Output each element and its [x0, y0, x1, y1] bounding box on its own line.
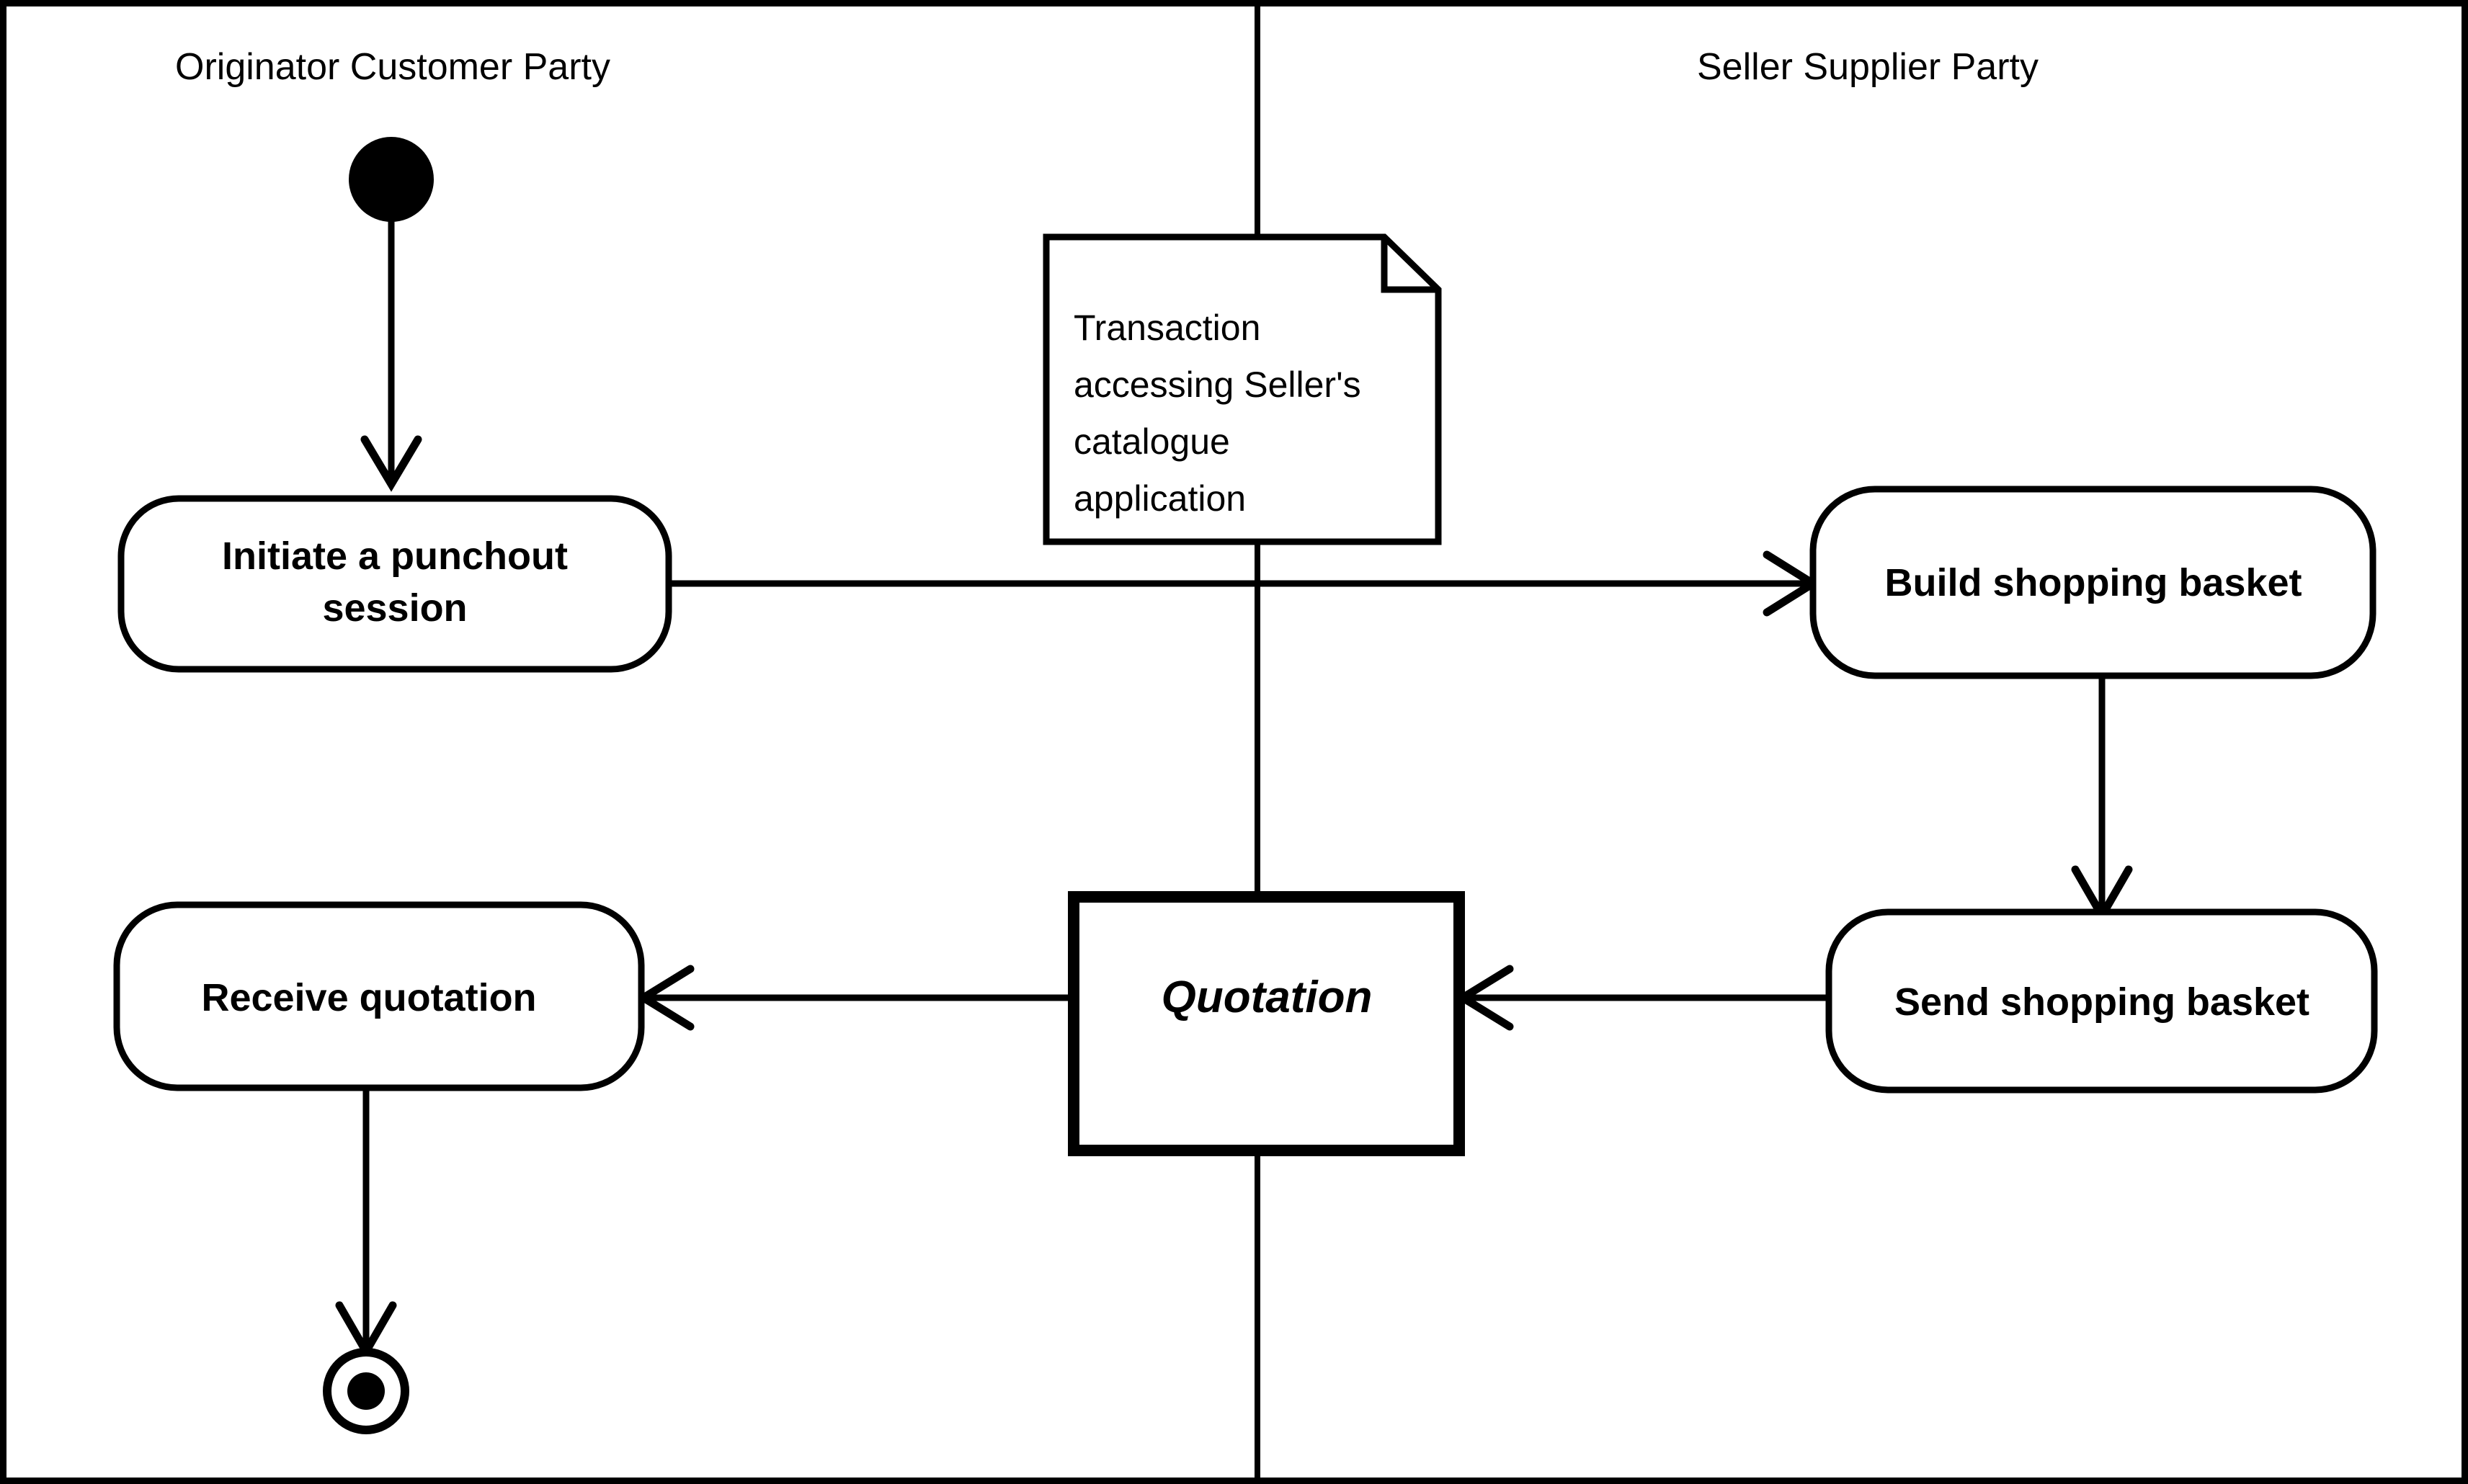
activity-send-shopping-basket-label: Send shopping basket [1894, 980, 2309, 1024]
activity-initiate-punchout-session-shape [117, 495, 672, 673]
object-node-quotation[interactable]: Quotation [1068, 891, 1465, 1156]
activity-receive-quotation-label: Receive quotation [201, 976, 536, 1019]
note-line-1: Transaction [1074, 308, 1260, 348]
activity-initiate-punchout-session-label-line2: session [322, 586, 467, 630]
swimlane-title-originator: Originator Customer Party [175, 46, 610, 88]
object-node-quotation-shape [1068, 891, 1465, 1156]
note-line-3: catalogue [1074, 421, 1230, 462]
note-body [1043, 233, 1442, 545]
note-line-2: accessing Seller's [1074, 365, 1361, 405]
note-transaction-catalogue: Transaction accessing Seller's catalogue… [1043, 233, 1442, 545]
arrowhead-initial-to-initiate [360, 435, 422, 492]
initial-node[interactable] [349, 137, 434, 222]
activity-build-shopping-basket[interactable]: Build shopping basket [1809, 486, 2376, 679]
activity-send-shopping-basket[interactable]: Send shopping basket [1825, 908, 2378, 1094]
activity-initiate-punchout-session[interactable]: Initiate a punchout session [117, 495, 672, 673]
activity-receive-quotation[interactable]: Receive quotation [113, 901, 645, 1091]
object-node-quotation-label: Quotation [1162, 973, 1373, 1022]
note-line-4: application [1074, 478, 1246, 519]
note-fold-icon [1381, 237, 1438, 293]
final-node[interactable] [323, 1348, 409, 1434]
final-node-dot [347, 1372, 385, 1410]
swimlane-title-seller: Seller Supplier Party [1697, 46, 2039, 88]
activity-receive-quotation-shape [113, 901, 645, 1091]
activity-build-shopping-basket-label: Build shopping basket [1884, 561, 2302, 604]
activity-initiate-punchout-session-label-line1: Initiate a punchout [222, 535, 568, 578]
activity-build-shopping-basket-shape [1809, 486, 2376, 679]
activity-send-shopping-basket-shape [1825, 908, 2378, 1094]
